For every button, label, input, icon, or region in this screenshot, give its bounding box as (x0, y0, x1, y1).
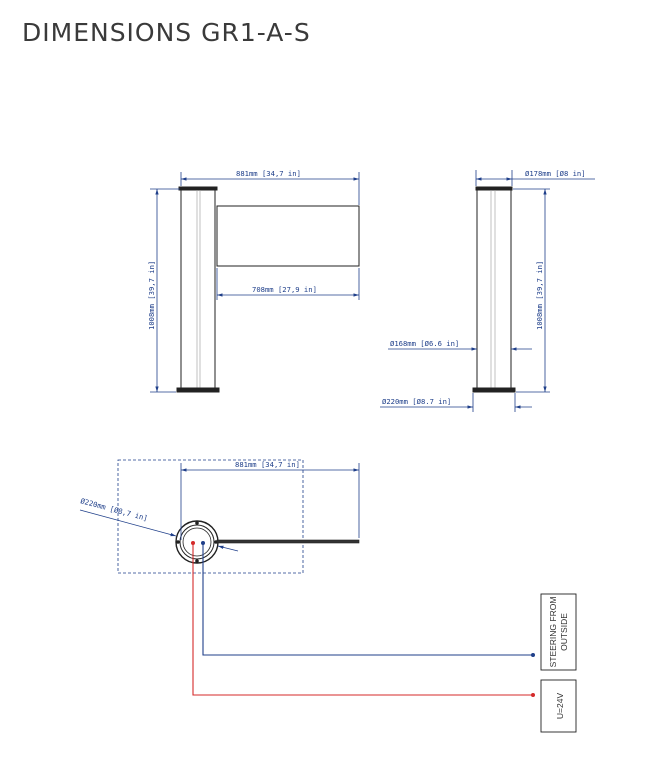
wiring (191, 541, 535, 697)
top-view (175, 520, 360, 564)
front-base (472, 387, 516, 393)
front-top-dia-label: Ø178mm [Ø8 in] (525, 169, 586, 178)
red-wire (192, 543, 533, 696)
front-post (476, 189, 512, 389)
front-view-dimensions (380, 170, 595, 412)
side-arm-label: 708mm [27,9 in] (252, 285, 317, 294)
side-height-label: 1008mm [39,7 in] (147, 261, 156, 330)
top-base-inner (179, 524, 215, 560)
side-post (180, 189, 216, 389)
front-base-dia-label: Ø220mm [Ø8.7 in] (382, 397, 451, 406)
front-post-dia-label: Ø168mm [Ø6.6 in] (390, 339, 459, 348)
front-view (472, 186, 516, 393)
steering-label-line1: STEERING FROM (548, 597, 558, 668)
side-view-dimensions (150, 172, 360, 393)
steering-box (540, 593, 577, 671)
side-base (176, 387, 220, 393)
front-height-label: 1008mm [39,7 in] (535, 261, 544, 330)
top-post (182, 527, 212, 557)
page-title: DIMENSIONS GR1-A-S (22, 18, 311, 47)
top-width-label: 881mm [34,7 in] (235, 460, 300, 469)
side-view (176, 186, 360, 393)
voltage-box (540, 679, 577, 733)
blue-wire (202, 543, 533, 656)
top-view-boundary (117, 459, 304, 574)
voltage-label: U=24V (555, 693, 565, 720)
top-view-dimensions (79, 463, 360, 552)
side-arm (216, 205, 360, 267)
steering-label-line2: OUTSIDE (559, 613, 569, 651)
side-width-label: 881mm [34,7 in] (236, 169, 301, 178)
top-arm (216, 539, 360, 544)
top-base-outer (175, 520, 219, 564)
